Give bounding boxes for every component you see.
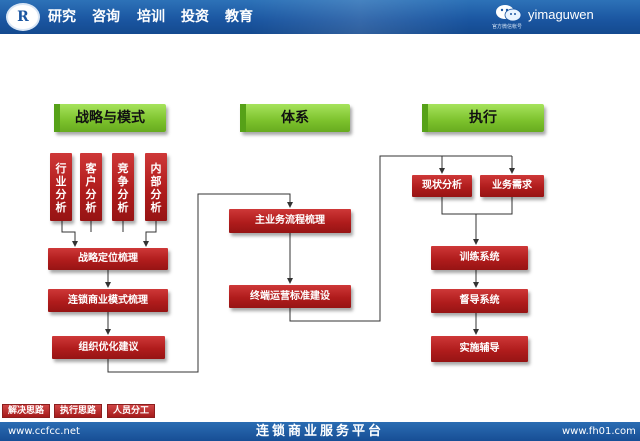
top-banner xyxy=(0,0,640,34)
execution-header: 执行 xyxy=(422,104,544,132)
business-needs-box: 业务需求 xyxy=(480,175,544,197)
customer-analysis-box: 客户分析 xyxy=(80,153,102,221)
nav-item-education[interactable]: 教育 xyxy=(225,9,253,25)
nav-item-training[interactable]: 培训 xyxy=(137,9,165,25)
logo-icon: R xyxy=(6,3,40,31)
strategy-header: 战略与模式 xyxy=(54,104,166,132)
main-process-box: 主业务流程梳理 xyxy=(229,209,351,233)
wechat-icon xyxy=(496,5,522,22)
nav-item-consulting[interactable]: 咨询 xyxy=(92,9,120,25)
footer-left-url[interactable]: www.ccfcc.net xyxy=(8,426,80,437)
tag-solution[interactable]: 解决思路 xyxy=(2,404,50,418)
brand-subtitle: 官方微信帐号 xyxy=(492,24,523,30)
status-analysis-box: 现状分析 xyxy=(412,175,472,197)
supervision-system-box: 督导系统 xyxy=(431,289,528,313)
footer-center-title: 连锁商业服务平台 xyxy=(255,424,384,439)
strategy-positioning-box: 战略定位梳理 xyxy=(48,248,168,270)
training-system-box: 训练系统 xyxy=(431,246,528,270)
org-optimization-box: 组织优化建议 xyxy=(52,336,165,359)
bottom-banner xyxy=(0,422,640,441)
tag-execution[interactable]: 执行思路 xyxy=(54,404,102,418)
internal-analysis-box: 内部分析 xyxy=(145,153,167,221)
terminal-standard-box: 终端运营标准建设 xyxy=(229,285,351,308)
system-header: 体系 xyxy=(240,104,350,132)
implementation-box: 实施辅导 xyxy=(431,336,528,362)
business-model-box: 连锁商业模式梳理 xyxy=(48,289,168,312)
brand-name: yimaguwen xyxy=(528,7,594,22)
nav-item-research[interactable]: 研究 xyxy=(48,9,76,25)
footer-right-url[interactable]: www.fh01.com xyxy=(562,426,636,437)
competition-analysis-box: 竞争分析 xyxy=(112,153,134,221)
industry-analysis-box: 行业分析 xyxy=(50,153,72,221)
tag-staffing[interactable]: 人员分工 xyxy=(107,404,155,418)
nav-item-investment[interactable]: 投资 xyxy=(181,9,209,25)
